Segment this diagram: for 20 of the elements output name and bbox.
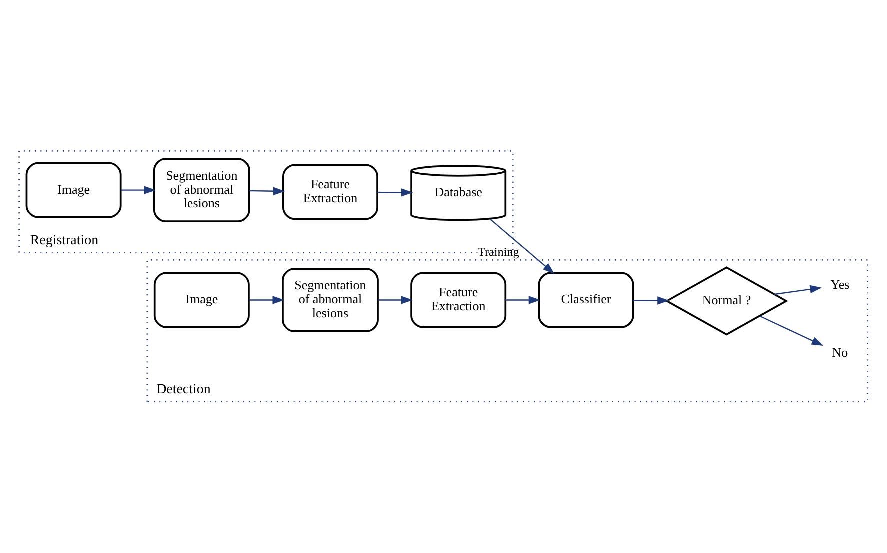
node-box: Feature Extraction — [410, 272, 507, 328]
arrow — [760, 316, 824, 346]
arrow — [249, 296, 284, 304]
node-box: Classifier — [538, 272, 634, 328]
node-text: No — [832, 344, 848, 360]
arrow — [490, 219, 555, 274]
arrow — [378, 188, 414, 197]
node-box: Segmentation of abnormal lesions — [153, 158, 250, 222]
arrow — [250, 187, 286, 196]
node-box: Image — [154, 272, 250, 328]
node-text: Yes — [830, 276, 850, 292]
node-box: Feature Extraction — [282, 164, 378, 220]
node-box: Segmentation of abnormal lesions — [282, 268, 379, 332]
node-diamond: Normal ? — [665, 266, 788, 336]
arrow — [506, 296, 541, 304]
node-box: Image — [26, 162, 122, 218]
arrow — [121, 186, 156, 194]
arrow — [774, 285, 822, 296]
arrow — [633, 296, 670, 305]
arrow — [378, 296, 414, 304]
